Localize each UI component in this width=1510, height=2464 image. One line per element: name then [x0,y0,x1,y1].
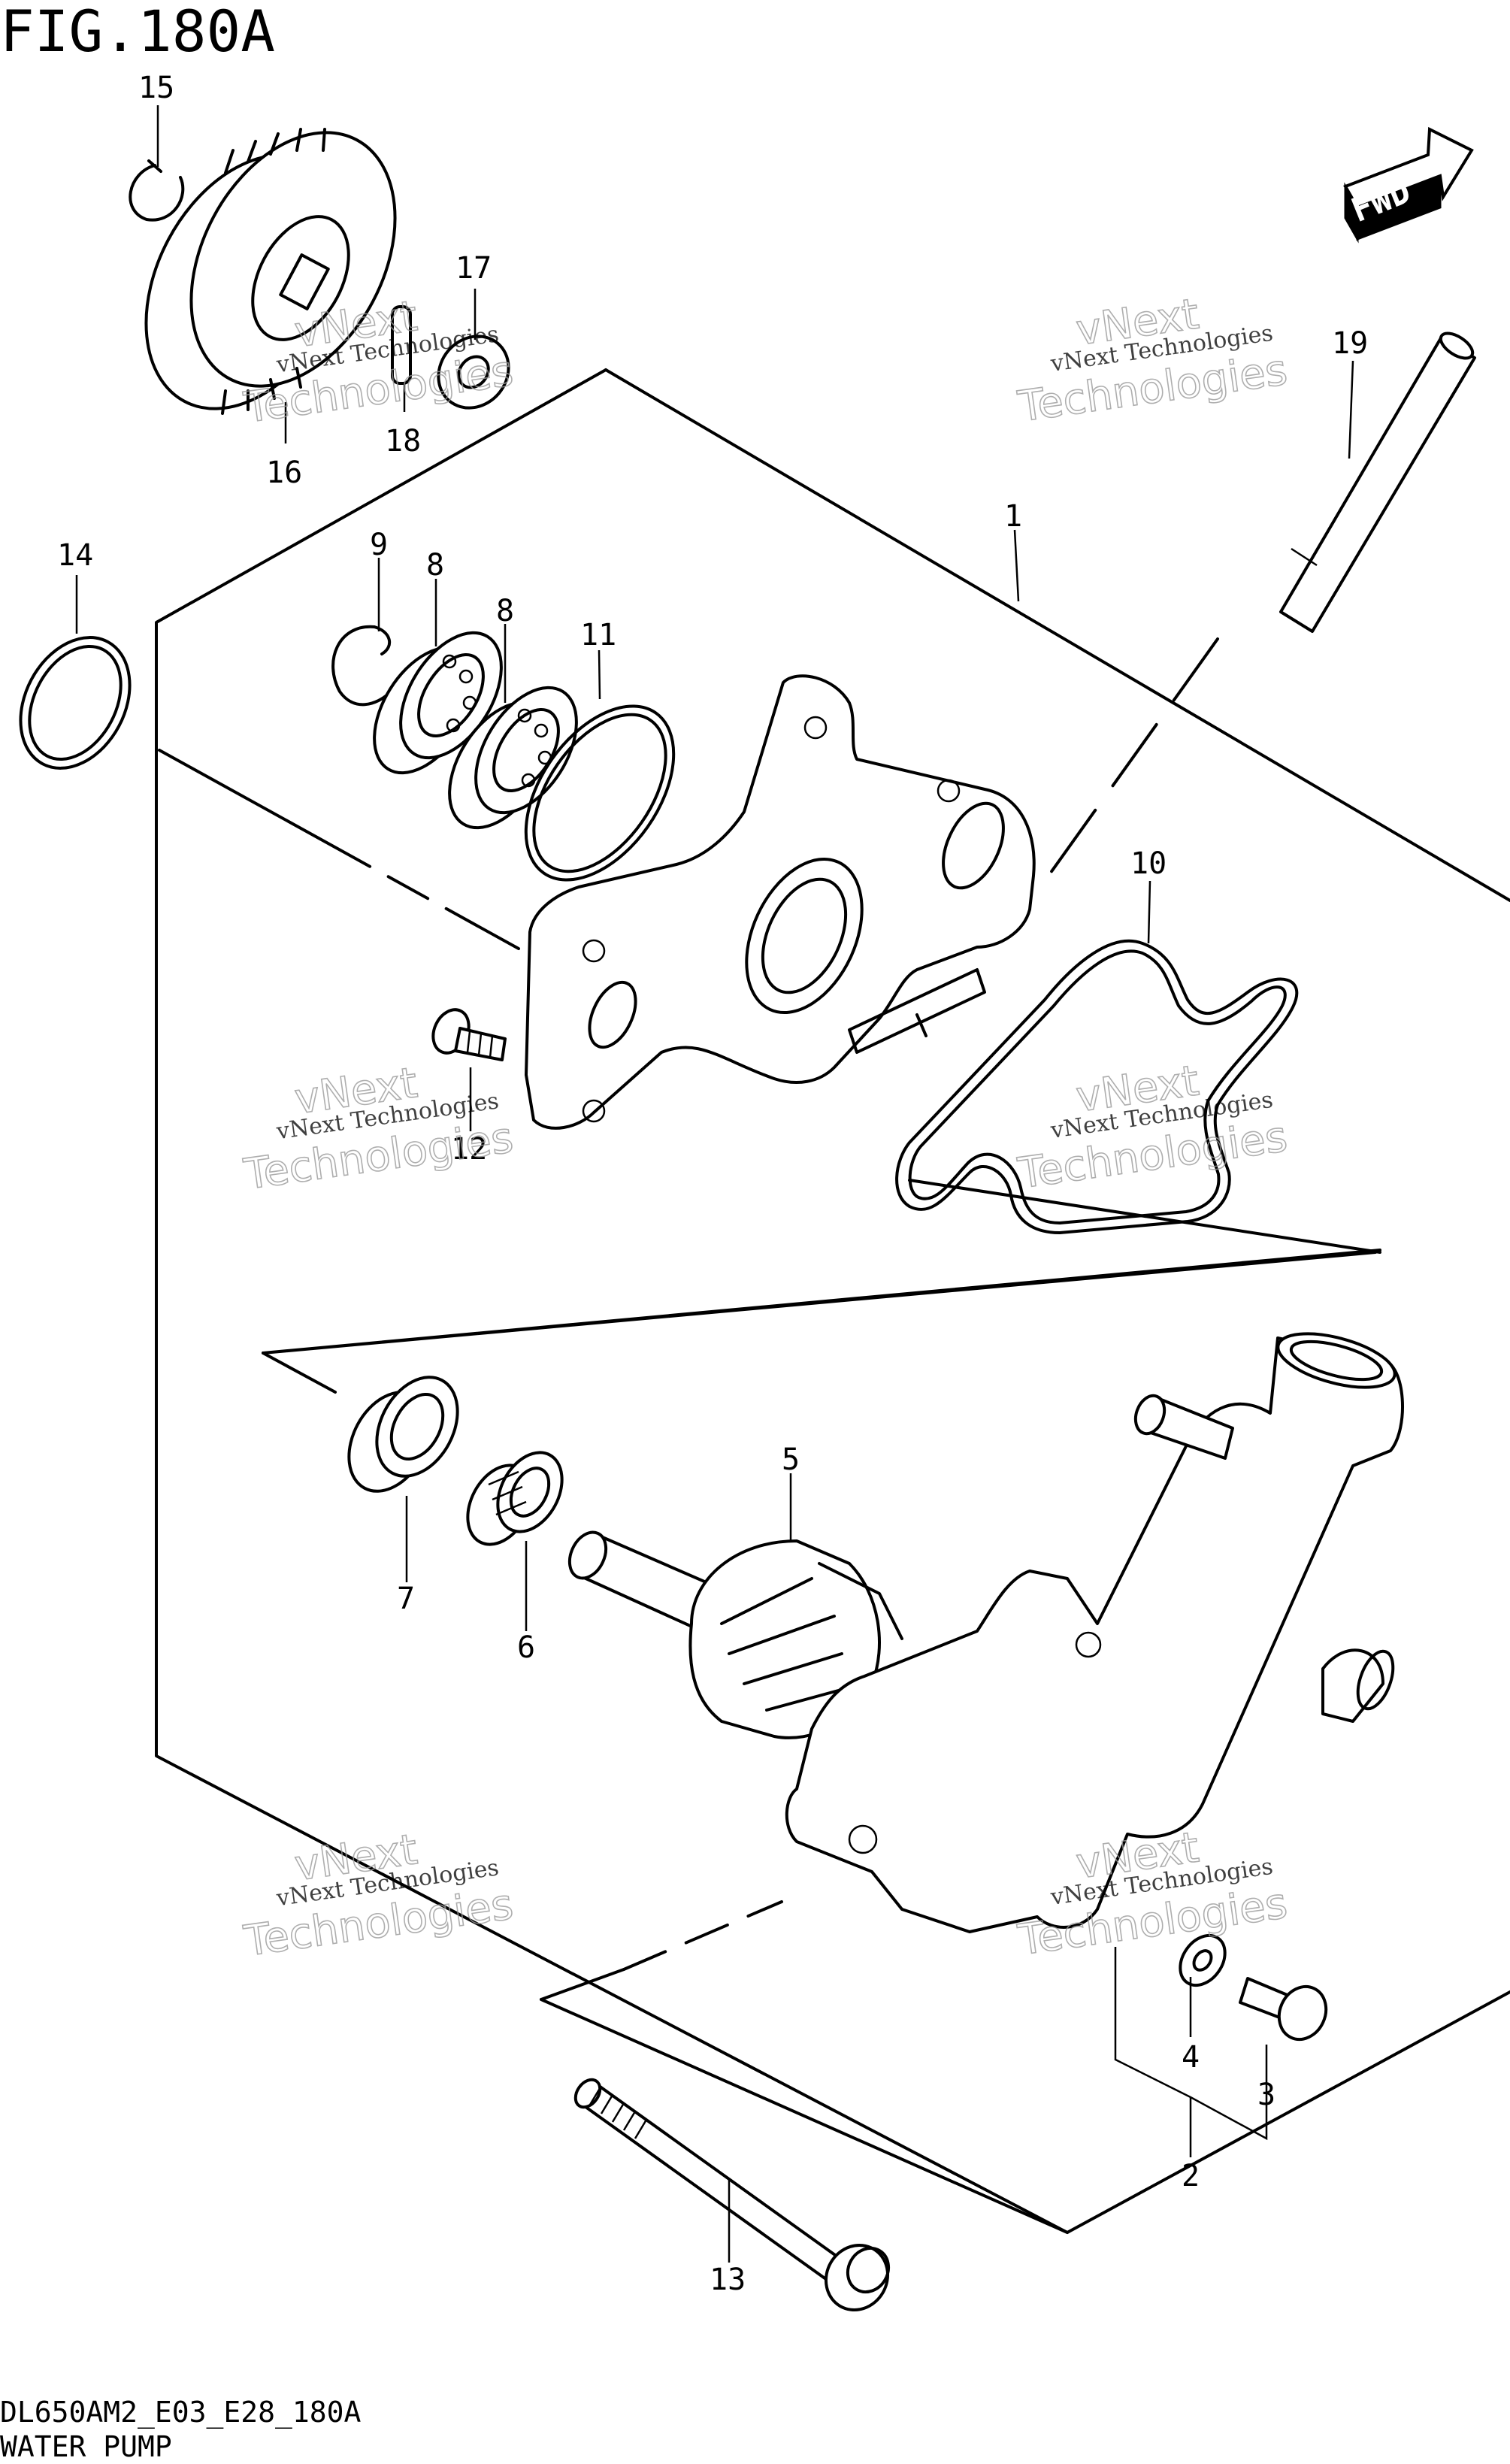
callout-10: 10 [1130,846,1167,881]
callout-16: 16 [266,456,302,490]
callout-4: 4 [1182,2040,1200,2075]
callout-11: 11 [580,618,616,652]
o-ring-11 [524,704,676,882]
callout-8a: 8 [426,548,444,583]
footer-code: DL650AM2_E03_E28_180A [0,2396,362,2429]
callout-15: 15 [138,71,174,105]
circlip-15 [129,159,185,222]
pin-19 [1279,331,1476,633]
fwd-arrow-icon: FWD [1343,126,1474,244]
pump-cover-1 [525,674,1036,1130]
o-ring-14 [19,636,132,770]
mechanical-seal-6 [466,1451,564,1546]
callout-6: 6 [517,1630,535,1665]
oil-seal-7 [347,1376,459,1493]
watermark-4: vNext vNext Technologies Technologies [1015,1056,1291,1200]
callout-labels: 1 2 3 4 5 6 7 8 8 9 10 11 12 13 14 15 16… [57,71,1368,2297]
callout-8b: 8 [496,594,514,628]
gear-16 [144,128,397,415]
leader-lines [75,105,1354,2263]
watermark-3: vNext vNext Technologies Technologies [241,1058,517,1200]
callout-12: 12 [451,1132,487,1167]
gasket-10 [895,939,1299,1234]
callout-17: 17 [455,251,492,286]
callout-14: 14 [57,538,93,573]
callout-13: 13 [710,2263,746,2297]
impeller-shaft-5 [567,1530,903,1739]
bearing-8a [373,631,503,775]
callout-9: 9 [370,528,388,562]
bolt-13 [573,2078,891,2312]
callout-7: 7 [397,1582,415,1616]
callout-3: 3 [1257,2078,1275,2112]
callout-2: 2 [1182,2159,1200,2193]
figure-title: FIG.180A [0,0,275,65]
callout-1: 1 [1004,499,1022,534]
callout-18: 18 [385,424,421,459]
washer-17 [437,334,510,410]
assembly-outline [155,368,1510,2234]
bearing-8b [448,686,578,830]
pump-housing-2 [785,1332,1404,1933]
watermark-5: vNext vNext Technologies Technologies [241,1824,517,1966]
callout-5: 5 [782,1442,800,1477]
e-clip-9 [331,625,392,707]
washer-4 [1179,1933,1227,1987]
bolt-12 [431,1008,507,1061]
callout-19: 19 [1332,326,1368,361]
watermark-2: vNext vNext Technologies Technologies [1015,289,1291,433]
footer-name: WATER PUMP [0,2430,172,2463]
pin-18 [391,305,412,385]
bolt-3 [1239,1977,1328,2042]
